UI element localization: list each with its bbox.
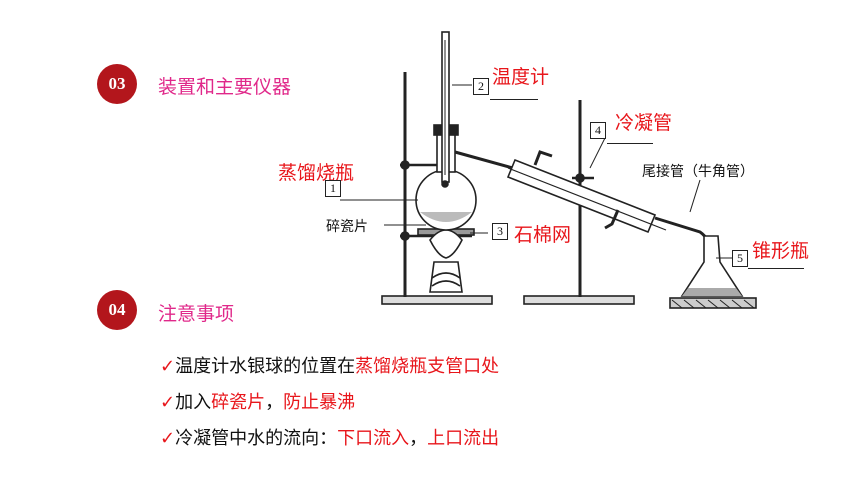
note-porcelain: ✓加入碎瓷片，防止暴沸 <box>160 392 356 413</box>
label-thermometer: 温度计 <box>492 66 550 88</box>
check-icon: ✓ <box>160 392 176 413</box>
note-thermometer-position: ✓温度计水银球的位置在蒸馏烧瓶支管口处 <box>160 356 500 377</box>
label-conical-flask: 锥形瓶 <box>752 240 810 262</box>
section-4-badge: 04 <box>97 290 137 330</box>
left-stand-base <box>381 295 493 305</box>
marker-3: 3 <box>492 223 508 240</box>
marker-2: 2 <box>473 78 489 95</box>
marker-5: 5 <box>732 250 748 267</box>
marker-4: 4 <box>590 122 606 139</box>
condenser-tube <box>506 150 667 234</box>
marker-1: 1 <box>325 180 341 197</box>
label-distilling-flask: 蒸馏烧瓶 <box>278 162 355 184</box>
underline-condenser <box>607 143 653 144</box>
check-icon: ✓ <box>160 428 176 449</box>
underline-thermometer <box>490 99 538 100</box>
section-4-title: 注意事项 <box>158 303 235 325</box>
right-stand-base <box>523 295 635 305</box>
section-3-title: 装置和主要仪器 <box>158 76 292 98</box>
check-icon: ✓ <box>160 356 176 377</box>
section-3-badge: 03 <box>97 64 137 104</box>
label-condenser: 冷凝管 <box>615 112 673 134</box>
underline-conical-flask <box>748 268 804 269</box>
label-asbestos-net: 石棉网 <box>514 224 572 246</box>
label-broken-porcelain: 碎瓷片 <box>326 219 368 235</box>
note-water-flow: ✓冷凝管中水的流向：下口流入，上口流出 <box>160 428 500 449</box>
label-adapter: 尾接管（牛角管） <box>642 164 754 180</box>
